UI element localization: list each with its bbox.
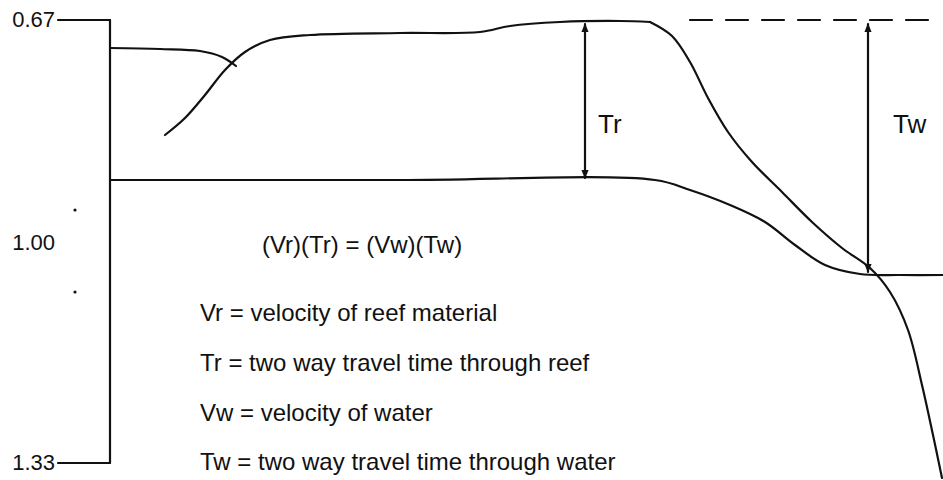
dimension-label: Tr: [598, 110, 622, 139]
axis-value: 1.33: [12, 451, 55, 475]
legend-note: Vr = velocity of reef material: [200, 300, 497, 326]
axis-dot: [73, 208, 76, 211]
axis-value: 1.00: [12, 231, 55, 255]
fore-reef-slope: [650, 22, 942, 478]
axis-dot: [73, 290, 76, 293]
reef-time-arrow: [584, 24, 586, 178]
legend-note: Tr = two way travel time through reef: [200, 350, 589, 376]
axis-tick: [58, 19, 110, 21]
time-axis: [109, 20, 111, 463]
reef-top-reflector: [110, 48, 236, 66]
legend-note: Vw = velocity of water: [200, 400, 433, 426]
axis-value: 0.67: [12, 8, 55, 32]
dimension-label: Tw: [893, 110, 926, 139]
axis-tick: [58, 462, 110, 464]
water-surface-dashed: [690, 19, 940, 21]
reef-top-reflector: [165, 21, 650, 135]
water-time-arrow: [867, 24, 869, 272]
equation: (Vr)(Tr) = (Vw)(Tw): [262, 232, 462, 258]
legend-note: Tw = two way travel time through water: [200, 449, 616, 475]
